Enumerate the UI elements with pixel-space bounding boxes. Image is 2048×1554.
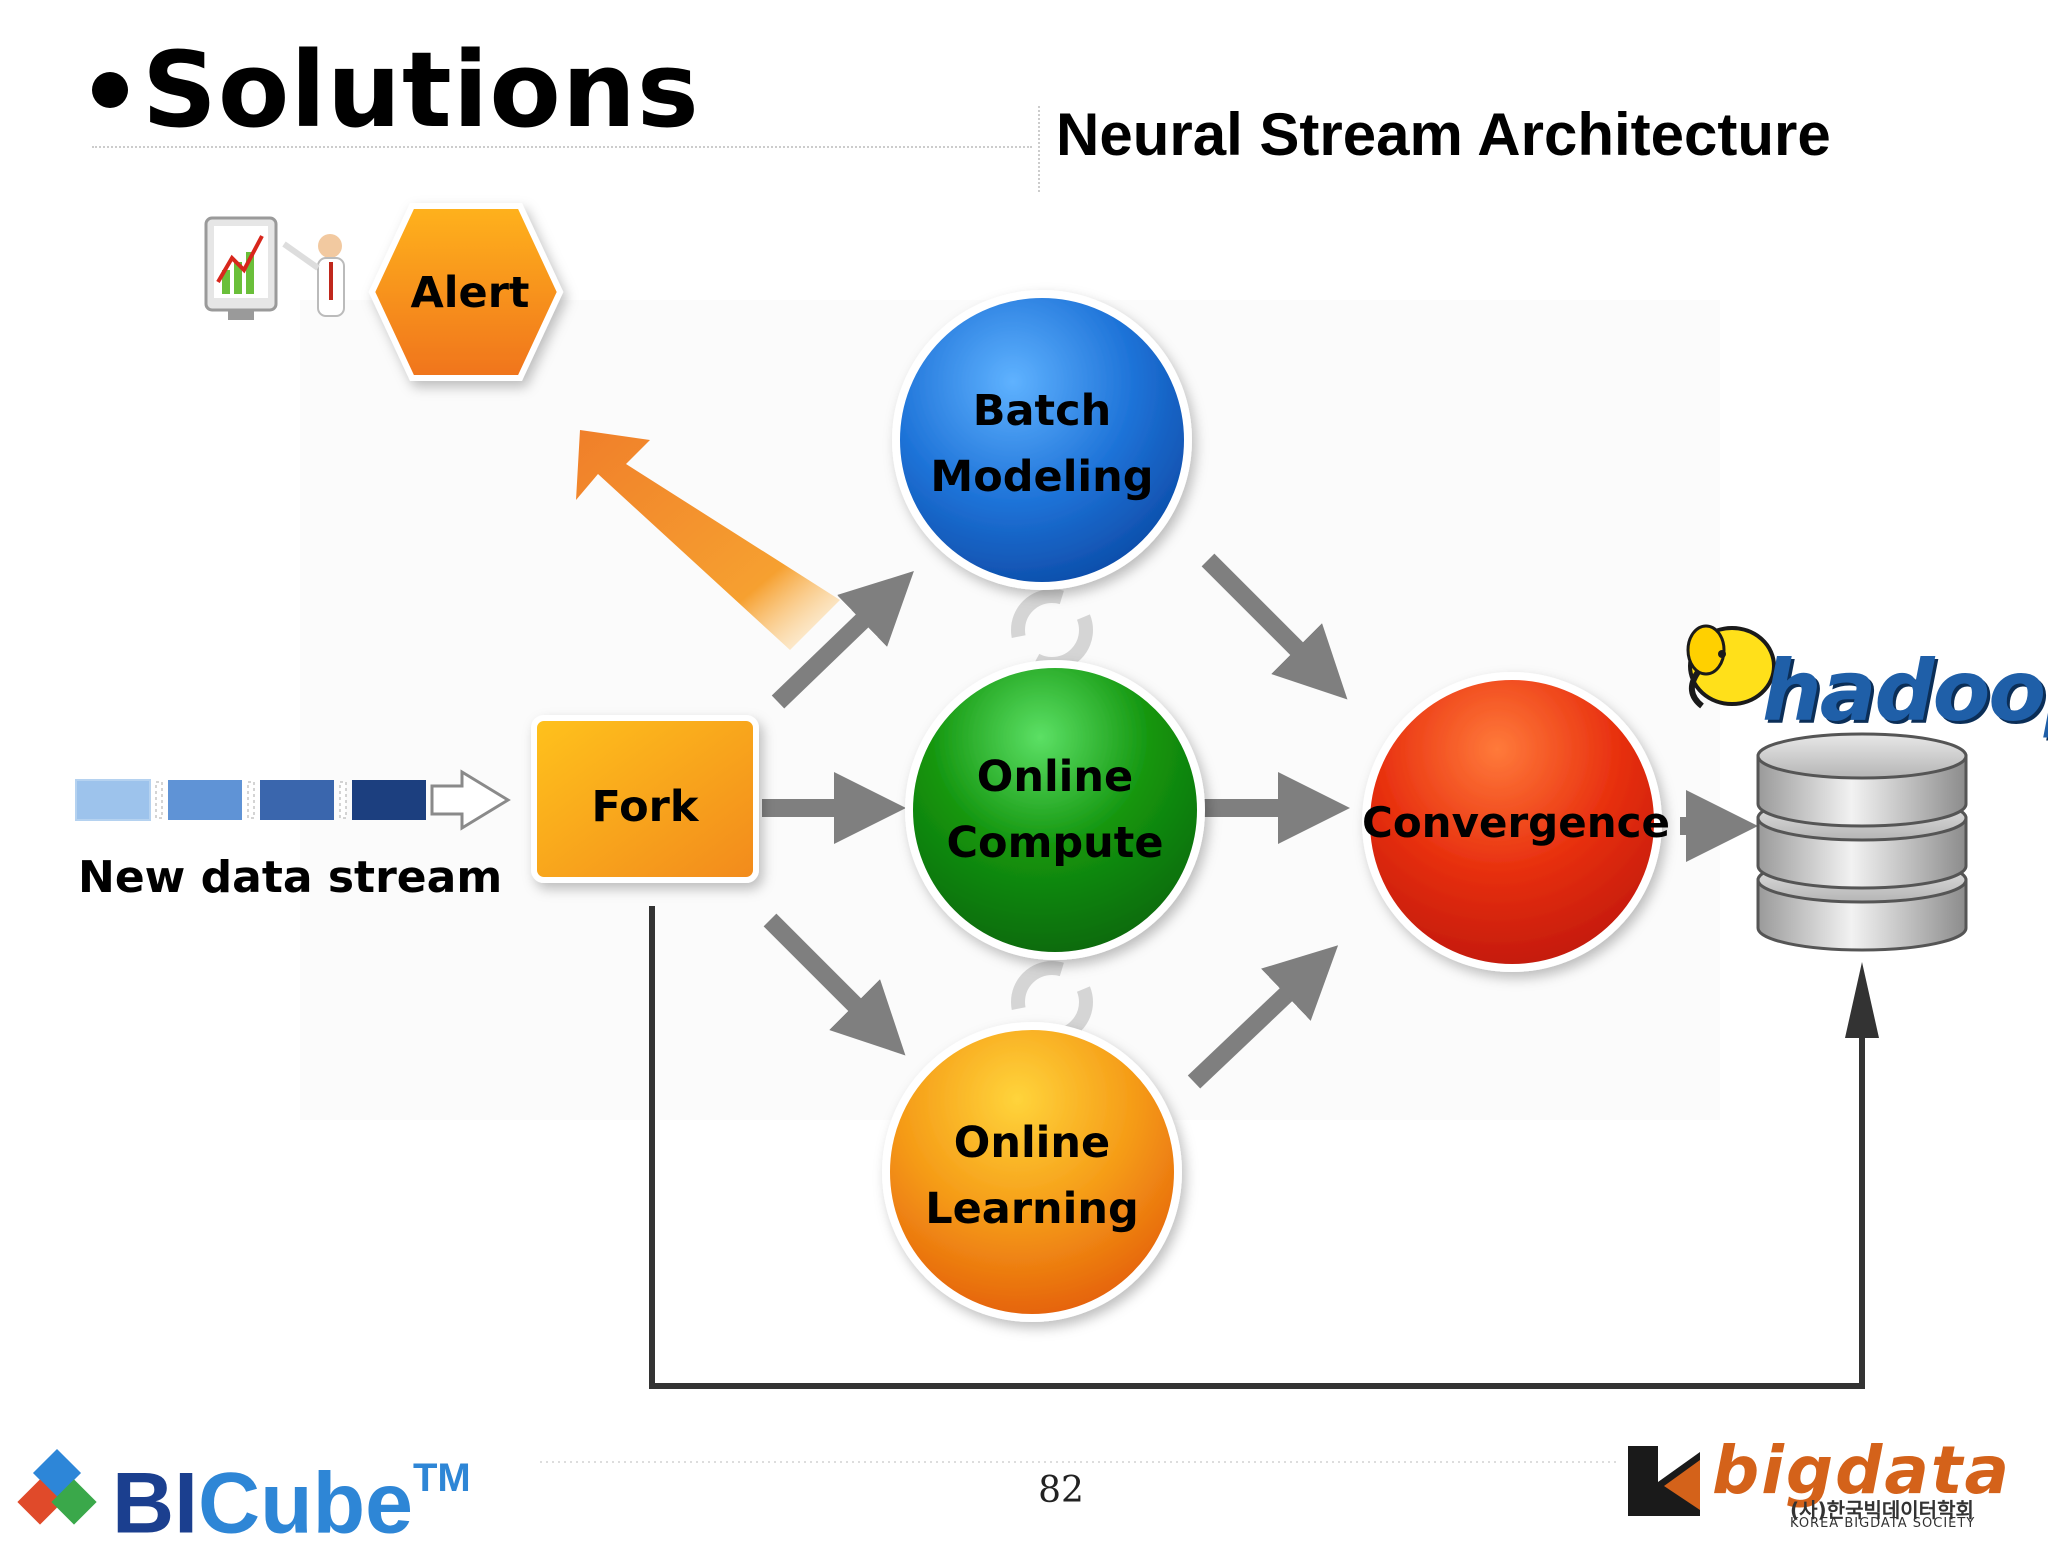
arrow-online-learning-to-convergence	[1187, 945, 1339, 1089]
database-icon	[1756, 732, 1968, 952]
online-learning-circle	[882, 1022, 1182, 1322]
online-compute-label: Online Compute	[946, 752, 1164, 868]
arrow-batch-to-convergence	[1201, 553, 1348, 700]
diagram-subtitle: Neural Stream Architecture	[1056, 101, 1831, 168]
feedback-arrow-head	[1845, 962, 1879, 1038]
bigdata-logo-english: KOREA BIGDATA SOCIETY	[1790, 1516, 1976, 1531]
hadoop-elephant-icon	[1686, 624, 1776, 709]
alert-hexagon	[368, 203, 564, 381]
convergence-label: Convergence	[1362, 798, 1670, 847]
batch-modeling-label: Batch Modeling	[930, 386, 1154, 502]
online-compute-circle	[905, 660, 1205, 960]
alert-label: Alert	[410, 268, 530, 318]
flow-arrows	[762, 553, 1758, 1089]
convergence-circle	[1362, 672, 1662, 972]
bigdata-logo-mark	[1628, 1446, 1700, 1516]
arrow-fork-to-online-learning	[763, 913, 906, 1056]
bicube-cubes-icon	[17, 1448, 97, 1525]
presenter-chart-icon	[204, 216, 345, 320]
batch-modeling-circle	[892, 290, 1192, 590]
hadoop-logo-text: hadoop	[1762, 642, 2048, 740]
new-data-stream-label: New data stream	[78, 852, 503, 903]
fork-label: Fork	[591, 782, 699, 832]
bullet-icon	[92, 71, 128, 108]
data-stream-blocks	[75, 769, 511, 831]
fork-box	[531, 715, 759, 883]
slide-title-text: Solutions	[142, 29, 700, 151]
stream-outline-arrow	[430, 769, 511, 831]
bicube-logo-cube: Cube	[198, 1455, 413, 1552]
bicube-logo-bi: BI	[112, 1455, 198, 1552]
slide-title: Solutions	[92, 20, 700, 160]
alert-trend-arrow	[576, 430, 840, 650]
bicube-logo-tm: TM	[413, 1456, 471, 1500]
bigdata-logo-korean: (사)한국빅데이터학회	[1790, 1498, 1974, 1522]
online-learning-label: Online Learning	[925, 1118, 1139, 1234]
bigdata-logo-text: bigdata	[1712, 1432, 2011, 1509]
arrow-fork-to-batch	[771, 571, 914, 709]
title-divider	[92, 146, 1032, 148]
page-number: 82	[1038, 1470, 1084, 1511]
bicube-logo: BICubeTM	[112, 1440, 471, 1554]
feedback-loop-line	[649, 906, 1865, 1389]
subtitle-divider	[1038, 106, 1040, 192]
